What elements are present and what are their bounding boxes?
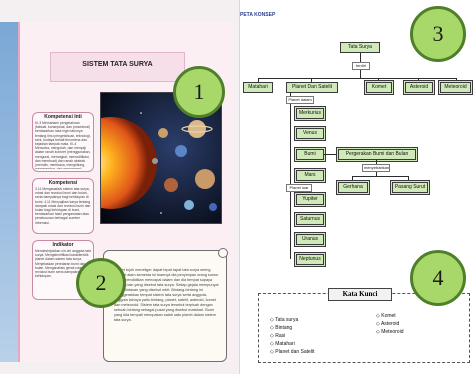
node-gerhana: Gerhana (338, 182, 368, 193)
keyword-item: ◇ Rasi (270, 333, 286, 339)
connector-asteroid (418, 78, 419, 82)
keyword-text: Bintang (275, 325, 293, 331)
node-meteoroid: Meteoroid (440, 82, 471, 93)
keyword-list-right: ◇ Komet ◇ Asteroid ◇ Meteoroid (376, 312, 456, 342)
keyword-item: ◇ Tata surya (270, 317, 299, 323)
page-title-banner (50, 52, 185, 82)
keyword-item: ◇ Komet (376, 313, 396, 319)
node-tata-surya: Tata Surya (340, 42, 380, 53)
relation-menyebabkan: menyebabkan (362, 164, 390, 172)
keyword-title: Kata Kunci (328, 288, 392, 301)
node-matahari: Matahari (243, 82, 273, 93)
node-planet-satelit: Planet Dan Satelit (286, 82, 338, 93)
callout-2-label: 2 (95, 270, 107, 295)
node-pergerakan: Pergerakan Bumi dan Bulan (338, 149, 416, 160)
relation-planet-luar: Planet luar (286, 184, 312, 192)
concept-map-header: PETA KONSEP (240, 12, 276, 18)
keyword-item: ◇ Bintang (270, 325, 293, 331)
competence-text: 3.11 Menganalisis sistem tata surya, rot… (35, 187, 91, 225)
callout-3: 3 (410, 6, 466, 62)
core-competence-text: KI-3 Memahami pengetahuan (faktual, kons… (35, 121, 91, 169)
node-asteroid: Asteroid (405, 82, 433, 93)
connector-effects-bar (352, 176, 408, 177)
competence-box (32, 178, 94, 234)
node-mars: Mars (296, 170, 324, 181)
keyword-text: Komet (381, 313, 396, 319)
keyword-item: ◇ Meteoroid (376, 329, 404, 335)
keyword-item: ◇ Matahari (270, 341, 295, 347)
connector-komet (378, 78, 379, 82)
connector-matahari (258, 78, 259, 82)
node-venus: Venus (296, 128, 324, 139)
callout-2: 2 (76, 258, 126, 308)
keyword-list-left: ◇ Tata surya ◇ Bintang ◇ Rasi ◇ Matahari… (270, 316, 360, 362)
keyword-text: Matahari (275, 341, 295, 347)
callout-1: 1 (173, 66, 225, 118)
node-komet: Komet (366, 82, 392, 93)
relation-terdiri: terdiri (352, 62, 370, 70)
node-yupiter: Yupiter (296, 194, 324, 205)
keyword-item: ◇ Planet dan Satelit (270, 349, 315, 355)
connector-planet-chain (290, 93, 291, 259)
keyword-text: Asteroid (380, 321, 400, 327)
intro-scroll-box (103, 250, 227, 362)
keyword-text: Rasi (275, 333, 286, 339)
keyword-text: Tata surya (275, 317, 299, 323)
connector-pasang (408, 176, 409, 182)
connector-gerhana (352, 176, 353, 182)
core-competence-title: Kompetensi Inti (44, 114, 82, 120)
indicator-text: Mendeskripsikan ciri-ciri anggota tata s… (35, 249, 91, 279)
keyword-text: Planet dan Satelit (275, 349, 315, 355)
scroll-roll-top-icon (218, 248, 228, 258)
intro-scroll-text: Planet tujuh meneliger dapat tepat tapat… (114, 268, 219, 322)
indicator-title: Indikator (52, 242, 74, 248)
connector-planet (311, 78, 312, 82)
keyword-text: Meteoroid (381, 329, 404, 335)
node-bumi: Bumi (296, 149, 324, 160)
competence-title: Kompetensi (48, 180, 78, 186)
node-neptunus: Neptunus (296, 254, 324, 265)
connector-meteoroid (456, 78, 457, 82)
connector-bumi-motion (324, 154, 338, 155)
relation-planet-dalam: Planet dalam (286, 96, 314, 104)
callout-3-label: 3 (432, 21, 444, 46)
node-uranus: Uranus (296, 234, 324, 245)
node-merkurius: Merkurius (296, 108, 324, 119)
node-pasang-surut: Pasang Surut (392, 182, 428, 193)
keyword-item: ◇ Asteroid (376, 321, 400, 327)
callout-4: 4 (410, 250, 466, 306)
core-competence-box (32, 112, 94, 172)
left-page-binding-strip (0, 22, 18, 362)
node-saturnus: Saturnus (296, 214, 324, 225)
callout-1-label: 1 (193, 79, 205, 104)
callout-4-label: 4 (432, 265, 444, 290)
page-title: SISTEM TATA SURYA (82, 61, 153, 68)
connector-branch-bar (258, 78, 456, 79)
solar-system-image (100, 92, 222, 224)
